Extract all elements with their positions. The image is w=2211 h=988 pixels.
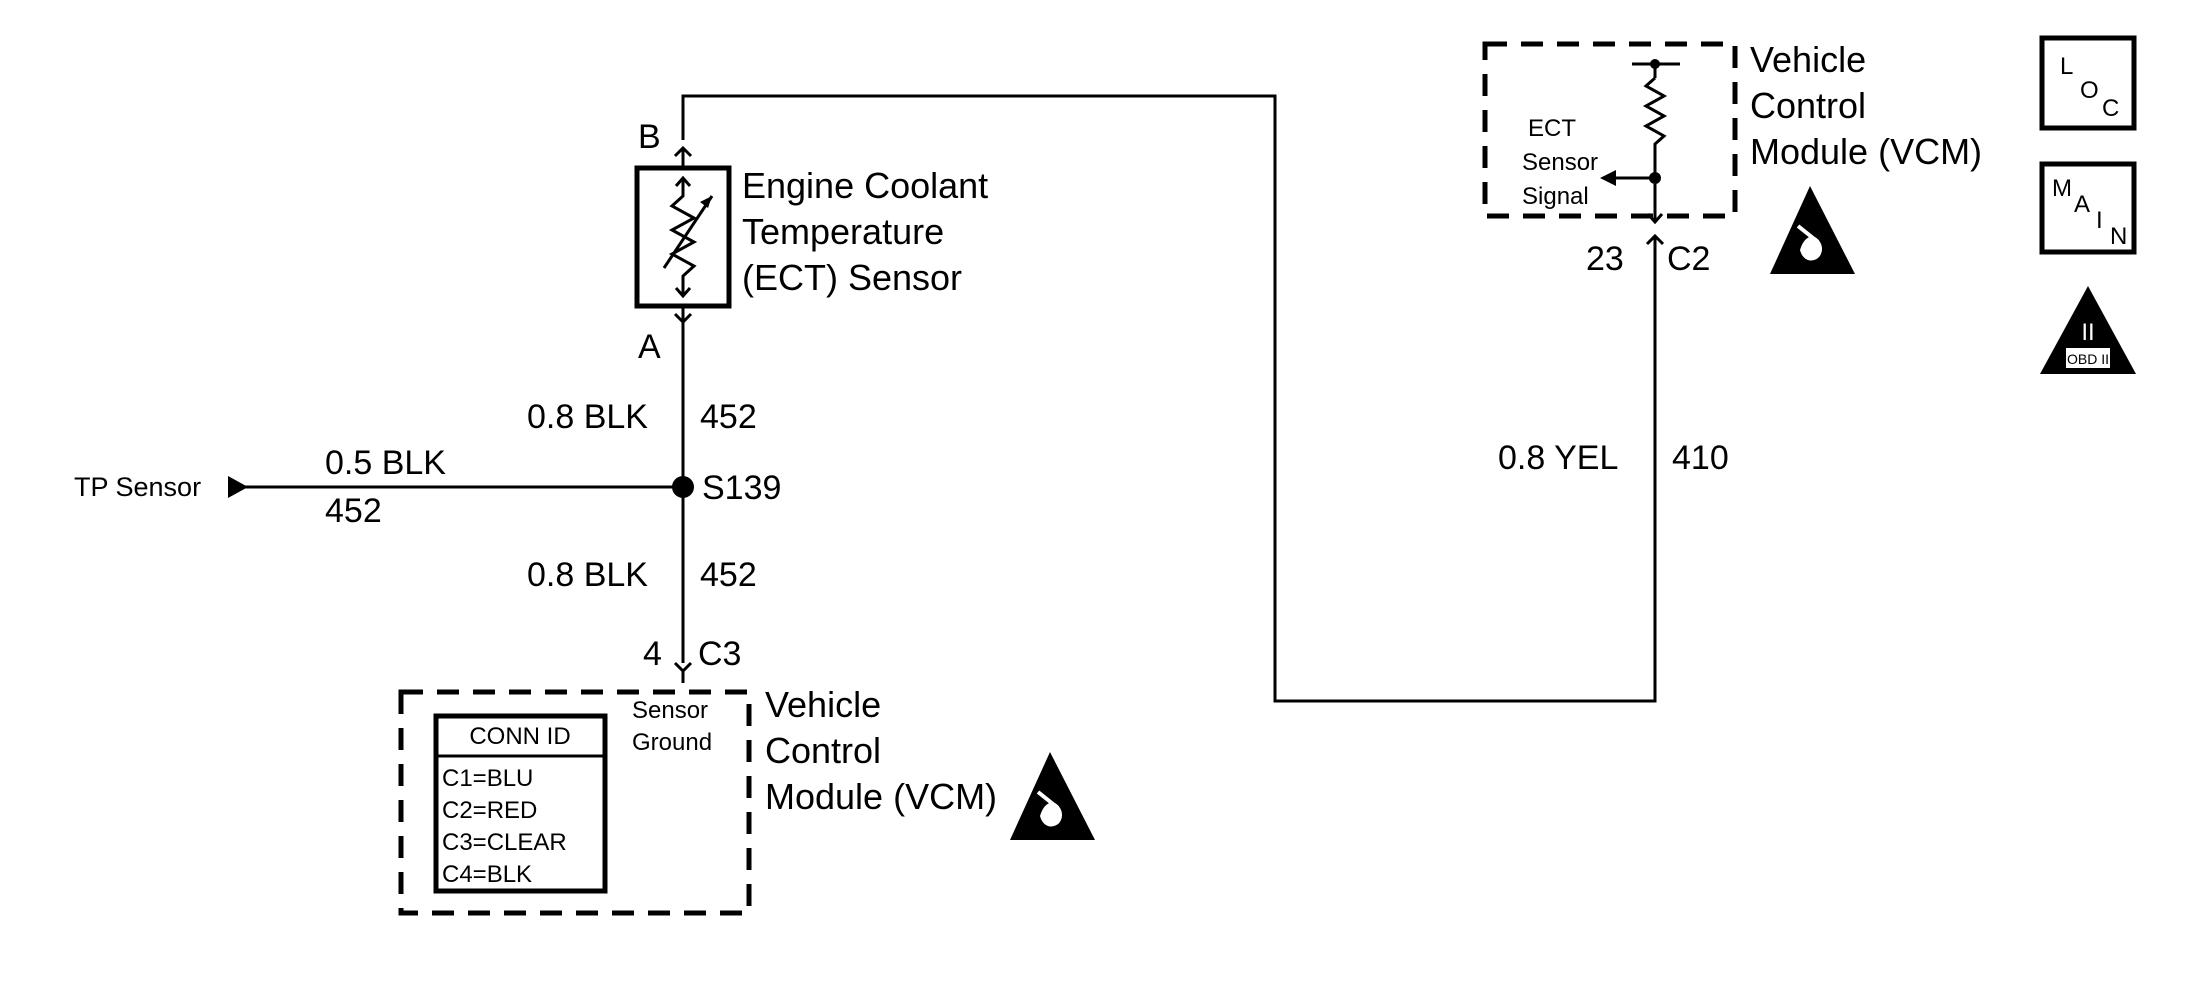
ect-signal-label-line3: Signal (1522, 183, 1589, 210)
svg-text:A: A (2074, 191, 2090, 218)
svg-text:OBD II: OBD II (2067, 351, 2109, 367)
main-icon: M A I N (2039, 161, 2137, 255)
obd-ii-icon: II OBD II (2040, 286, 2136, 374)
svg-text:I: I (2096, 207, 2103, 234)
svg-text:C: C (2102, 95, 2119, 122)
svg-text:L: L (2060, 53, 2073, 80)
tp-sensor-label: TP Sensor (74, 472, 201, 502)
esd-warning-icon (1770, 186, 1855, 274)
loc-icon: L O C (2039, 35, 2137, 131)
tp-branch-gauge-color: 0.5 BLK (325, 444, 446, 482)
vcm-bottom-title-line2: Control (765, 730, 881, 771)
ect-sensor-symbol (634, 145, 732, 325)
connector-a-chevron-icon (673, 312, 693, 325)
signal-wire-gauge-color: 0.8 YEL (1498, 439, 1618, 477)
upper-wire-circuit: 452 (700, 398, 757, 436)
conn-id-header: CONN ID (469, 723, 570, 750)
svg-text:O: O (2080, 77, 2099, 104)
vcm-top-connector: C2 (1667, 240, 1710, 278)
tp-branch-circuit: 452 (325, 492, 382, 530)
vcm-top-title-line2: Control (1750, 85, 1866, 126)
signal-arrow-icon (1600, 170, 1616, 186)
vcm-bottom-connector: C3 (698, 635, 741, 673)
upper-wire-gauge-color: 0.8 BLK (527, 398, 648, 436)
vcm-bottom-module-outline (398, 689, 752, 916)
signal-wire (681, 94, 1657, 703)
conn-id-table: CONN ID C1=BLU C2=RED C3=CLEAR C4=BLK (433, 713, 608, 894)
conn-id-row: C1=BLU (442, 765, 533, 792)
vcm-top-title-line3: Module (VCM) (1750, 131, 1982, 172)
vcm-pullup-resistor (1600, 59, 1680, 225)
connector-c3-chevron-icon (673, 661, 693, 674)
svg-text:N: N (2110, 223, 2127, 250)
vcm-bottom-title-line1: Vehicle (765, 684, 881, 725)
esd-warning-icon (1010, 752, 1095, 840)
signal-wire-circuit: 410 (1672, 439, 1729, 477)
splice-s139-dot (672, 476, 694, 498)
ect-sensor-title-line1: Engine Coolant (742, 165, 988, 206)
vcm-top-pin-number: 23 (1586, 240, 1624, 278)
vcm-top-title-line1: Vehicle (1750, 39, 1866, 80)
ect-sensor-title-line3: (ECT) Sensor (742, 257, 962, 298)
lower-wire-gauge-color: 0.8 BLK (527, 556, 648, 594)
sensor-ground-label-line2: Ground (632, 729, 712, 756)
conn-id-row: C4=BLK (442, 861, 532, 888)
lower-wire-circuit: 452 (700, 556, 757, 594)
tp-sensor-arrow-icon (228, 476, 248, 498)
ect-signal-label-line2: Sensor (1522, 149, 1598, 176)
vcm-bottom-title-line3: Module (VCM) (765, 776, 997, 817)
conn-id-row: C3=CLEAR (442, 829, 567, 856)
conn-id-row: C2=RED (442, 797, 537, 824)
sensor-ground-label-line1: Sensor (632, 697, 708, 724)
ect-pin-a-label: A (638, 328, 661, 366)
splice-id-label: S139 (702, 469, 781, 507)
svg-text:II: II (2081, 319, 2094, 346)
ect-signal-label-line1: ECT (1528, 115, 1576, 142)
vcm-bottom-pin-number: 4 (643, 635, 662, 673)
vcm-top-module-outline (1482, 41, 1738, 219)
thermistor-icon (668, 178, 698, 296)
svg-text:M: M (2052, 175, 2072, 202)
ect-sensor-title-line2: Temperature (742, 211, 944, 252)
ect-pin-b-label: B (638, 118, 661, 156)
